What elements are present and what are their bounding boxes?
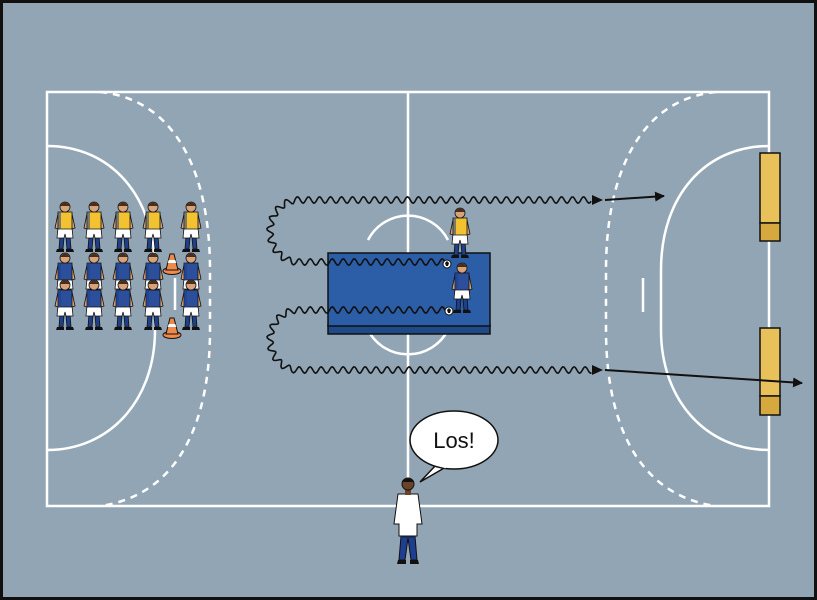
handball-player-yellow-icon (180, 201, 202, 252)
lower-shot-arrow (604, 369, 803, 388)
lower-goal (759, 327, 781, 416)
handball-player-blue-icon (83, 279, 105, 330)
waiting-players (54, 201, 202, 330)
handball-player-yellow-icon (442, 207, 471, 269)
handball-player-yellow-icon (112, 201, 134, 252)
goals (759, 152, 781, 416)
handball-player-yellow-icon (83, 201, 105, 252)
center-circle-bottom (366, 329, 450, 356)
coach-figure-icon (393, 477, 423, 564)
handball-player-yellow-icon (54, 201, 76, 252)
right-free-throw-line (604, 90, 717, 508)
upper-dribble-arrowhead (592, 195, 603, 205)
upper-dribble-path (266, 195, 592, 267)
cones (162, 253, 182, 339)
speech-bubble: Los! (409, 410, 499, 483)
upper-goal (759, 152, 781, 242)
handball-player-blue-icon (112, 279, 134, 330)
center-circle (366, 214, 450, 241)
active-players (442, 207, 473, 316)
right-goal-area-line (659, 144, 770, 452)
handball-player-blue-icon (142, 279, 164, 330)
handball-player-yellow-icon (142, 201, 164, 252)
upper-shot-arrow (604, 191, 665, 202)
lower-dribble-arrowhead (592, 365, 603, 375)
handball-ball-icon (444, 306, 454, 316)
handball-ball-icon (442, 259, 452, 269)
handball-player-blue-icon (180, 279, 202, 330)
dribble-paths (266, 191, 803, 388)
handball-player-blue-icon (54, 279, 76, 330)
lower-dribble-path (266, 305, 592, 375)
handball-player-blue-icon (444, 262, 473, 316)
traffic-cone-icon (162, 317, 182, 339)
traffic-cone-icon (162, 253, 182, 275)
coach-speech-text: Los! (433, 428, 475, 453)
left-free-throw-line (99, 90, 212, 508)
